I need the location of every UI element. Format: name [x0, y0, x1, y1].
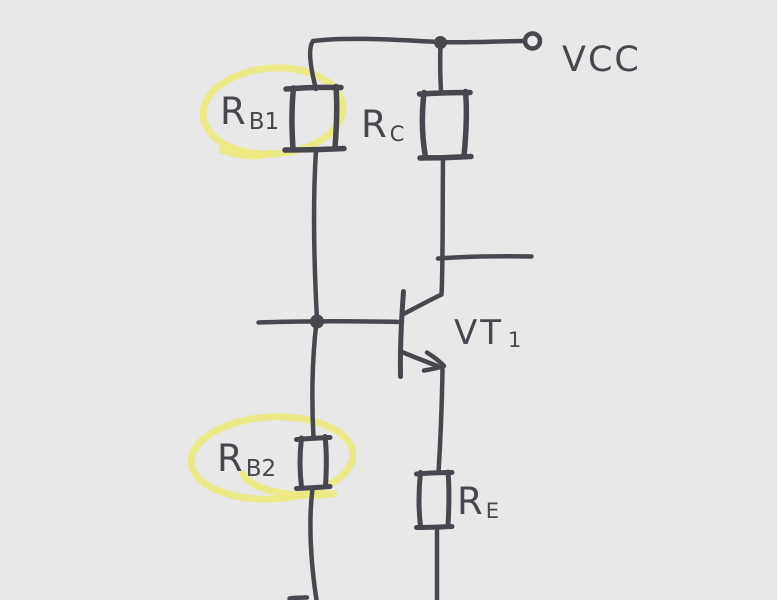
rb1-to-base-wire — [311, 147, 320, 323]
vcc-rail-wire — [307, 36, 526, 92]
rb1-box-left — [289, 85, 297, 152]
base-junction-dot — [310, 314, 324, 329]
rc-box-right — [461, 88, 470, 159]
re-box-right — [445, 469, 452, 528]
rb2-box-right — [322, 434, 329, 489]
base-to-rb2-wire — [310, 319, 319, 441]
label-rb2: RB2 — [217, 437, 276, 482]
highlight-circle-rb2 — [187, 413, 357, 503]
label-rc-main: R — [361, 103, 388, 146]
rc-to-collector-wire — [401, 156, 446, 317]
label-rb1-main: R — [220, 90, 247, 133]
label-re-main: R — [457, 480, 484, 523]
vcc-terminal-icon — [522, 31, 543, 51]
rb2-bottom-wire — [308, 486, 319, 600]
rail-to-rc-wire — [437, 41, 444, 94]
label-rb1-sub: B1 — [249, 109, 279, 135]
resistor-rc — [416, 88, 474, 161]
resistor-rb2 — [294, 434, 333, 491]
rb2-box-bottom — [294, 484, 333, 491]
re-box-left — [416, 470, 423, 529]
rc-box-left — [419, 89, 429, 160]
vt1-emitter-arrow-icon — [421, 350, 447, 373]
label-rb2-main: R — [217, 437, 244, 480]
rb1-box-right — [332, 83, 340, 151]
highlight-circle-rb1-tail — [218, 146, 275, 160]
label-vcc: VCC — [562, 40, 641, 80]
highlight-circle-rb1 — [199, 64, 347, 158]
base-wire — [256, 319, 403, 325]
cutoff-mark-bottom — [287, 595, 310, 600]
highlight-circle-rb2-tail — [239, 470, 338, 499]
transistor-vt1 — [397, 289, 447, 379]
highlight-marks — [187, 64, 357, 503]
label-rb1: RB1 — [220, 90, 279, 135]
collector-output-wire — [435, 254, 534, 261]
label-re-sub: E — [486, 499, 500, 523]
label-vt1-main: VT — [454, 313, 504, 353]
vcc-junction-dot — [434, 36, 447, 49]
label-rc: RC — [361, 103, 405, 146]
label-rc-sub: C — [390, 122, 406, 146]
resistor-rb1 — [282, 83, 347, 153]
label-vt1-sub: 1 — [508, 328, 524, 352]
rc-box-top — [416, 89, 473, 97]
vt1-emitter-shaft — [399, 349, 440, 369]
vt1-base-bar — [397, 289, 406, 379]
emitter-to-re-wire — [436, 366, 445, 475]
rb2-box-left — [297, 435, 304, 490]
rb1-box-bottom — [282, 145, 347, 153]
label-re: RE — [457, 480, 500, 523]
resistor-re — [414, 469, 455, 530]
label-rb2-sub: B2 — [246, 456, 276, 482]
